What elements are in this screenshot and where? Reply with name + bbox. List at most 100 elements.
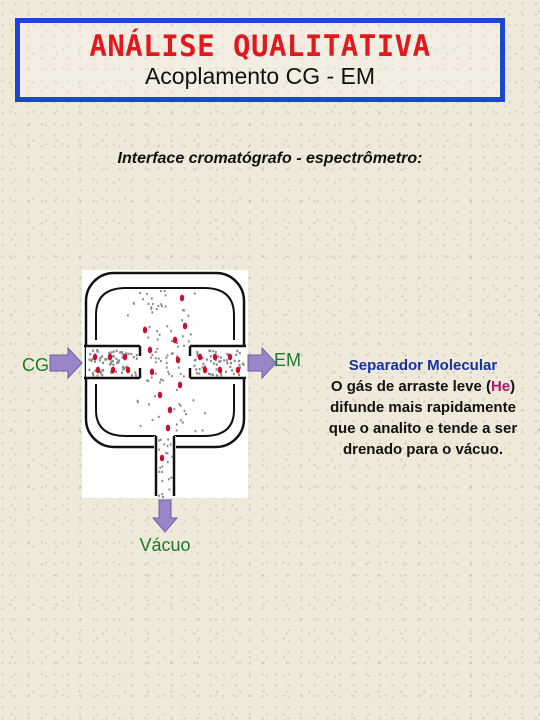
analyte-particle bbox=[197, 353, 203, 361]
gas-particle bbox=[117, 361, 120, 364]
gas-particle bbox=[151, 354, 154, 357]
gas-particle bbox=[137, 401, 139, 404]
analyte-particle bbox=[92, 353, 98, 361]
em-outflow-arrow bbox=[247, 346, 277, 380]
gas-particle bbox=[130, 352, 133, 356]
gas-particle bbox=[195, 368, 198, 371]
gas-particle bbox=[172, 352, 174, 355]
gas-particle bbox=[161, 465, 164, 468]
gas-particle bbox=[151, 303, 154, 306]
gas-particle bbox=[130, 374, 133, 377]
em-label: EM bbox=[274, 350, 301, 370]
gas-particle bbox=[161, 479, 164, 483]
gas-particle bbox=[196, 350, 199, 354]
gas-particle bbox=[196, 353, 199, 356]
gas-particle bbox=[187, 340, 190, 343]
gas-particle bbox=[233, 359, 236, 363]
chamber-cavity bbox=[95, 287, 235, 437]
analyte-particle bbox=[159, 454, 165, 462]
analyte-particle bbox=[177, 381, 183, 389]
gas-particle bbox=[122, 368, 125, 371]
gas-particle bbox=[146, 379, 148, 382]
gas-particle bbox=[165, 451, 168, 454]
gas-particle bbox=[96, 374, 99, 377]
gas-particle bbox=[122, 365, 124, 369]
gas-particle bbox=[163, 290, 166, 293]
gas-particle bbox=[147, 379, 150, 382]
title-box: ANÁLISE QUALITATIVA Acoplamento CG - EM bbox=[15, 18, 505, 102]
gas-particle bbox=[166, 452, 169, 455]
gas-particle bbox=[212, 362, 215, 365]
gas-particle bbox=[151, 418, 154, 421]
gas-particle bbox=[176, 355, 179, 358]
gas-particle bbox=[111, 355, 114, 358]
gas-particle bbox=[214, 351, 217, 354]
gas-particle bbox=[104, 358, 107, 361]
gas-particle bbox=[227, 353, 230, 356]
gas-particle bbox=[110, 351, 113, 354]
gas-particle bbox=[217, 355, 220, 358]
gas-particle bbox=[241, 362, 244, 365]
gas-particle bbox=[163, 443, 166, 446]
gas-particle bbox=[219, 356, 222, 359]
gas-particle bbox=[139, 291, 142, 295]
gas-particle bbox=[146, 292, 148, 295]
gas-particle bbox=[165, 362, 168, 365]
gas-particle bbox=[229, 365, 232, 368]
gas-particle bbox=[166, 444, 169, 448]
gas-particle bbox=[207, 372, 210, 375]
description-text-end: ) difunde mais rapidamente que o analito… bbox=[328, 378, 518, 458]
gas-particle bbox=[119, 351, 122, 354]
gas-particle bbox=[114, 370, 117, 373]
analyte-particle bbox=[95, 366, 101, 374]
gas-particle bbox=[135, 374, 137, 377]
gas-particle bbox=[196, 354, 199, 357]
gas-particle bbox=[116, 361, 118, 365]
gas-particle bbox=[219, 360, 222, 363]
gas-particle bbox=[183, 409, 186, 412]
gas-particle bbox=[205, 358, 208, 361]
gas-particle bbox=[161, 470, 163, 473]
gas-particle bbox=[226, 362, 229, 365]
gas-particle bbox=[179, 372, 182, 375]
gas-particle bbox=[108, 351, 111, 355]
gas-particle bbox=[175, 429, 178, 432]
gas-particle bbox=[182, 421, 184, 424]
gas-particle bbox=[164, 305, 167, 308]
gas-particle bbox=[239, 366, 242, 369]
gas-particle bbox=[189, 333, 192, 336]
gas-particle bbox=[170, 476, 173, 479]
gas-particle bbox=[204, 365, 206, 368]
gas-particle bbox=[177, 366, 180, 369]
gas-particle bbox=[176, 341, 178, 344]
gas-particle bbox=[154, 372, 157, 375]
gas-particle bbox=[111, 359, 114, 363]
analyte-particle bbox=[212, 353, 218, 361]
gas-particle bbox=[157, 357, 160, 360]
gas-particle bbox=[139, 424, 142, 428]
gas-particle bbox=[150, 306, 153, 309]
gas-particle bbox=[96, 349, 99, 352]
gas-particle bbox=[209, 373, 212, 376]
gas-particle bbox=[209, 355, 212, 358]
gas-particle bbox=[115, 357, 118, 360]
analyte-particle bbox=[147, 346, 153, 354]
description-title: Separador Molecular bbox=[348, 357, 498, 374]
gas-particle bbox=[99, 370, 102, 373]
gas-particle bbox=[181, 319, 183, 322]
gas-particle bbox=[235, 353, 238, 356]
gas-particle bbox=[115, 349, 118, 352]
gas-particle bbox=[157, 415, 160, 418]
gas-particle bbox=[148, 403, 150, 406]
gas-particle bbox=[167, 370, 170, 373]
gas-particle bbox=[160, 303, 163, 306]
gas-particle bbox=[110, 360, 113, 363]
gas-particle bbox=[125, 352, 128, 355]
analyte-particles bbox=[92, 294, 241, 462]
gas-particle bbox=[158, 494, 160, 497]
gas-particle bbox=[183, 375, 185, 378]
analyte-particle bbox=[125, 366, 131, 374]
gas-particle bbox=[121, 353, 124, 356]
analyte-particle bbox=[217, 366, 223, 374]
slide-title: ANÁLISE QUALITATIVA bbox=[89, 29, 431, 63]
